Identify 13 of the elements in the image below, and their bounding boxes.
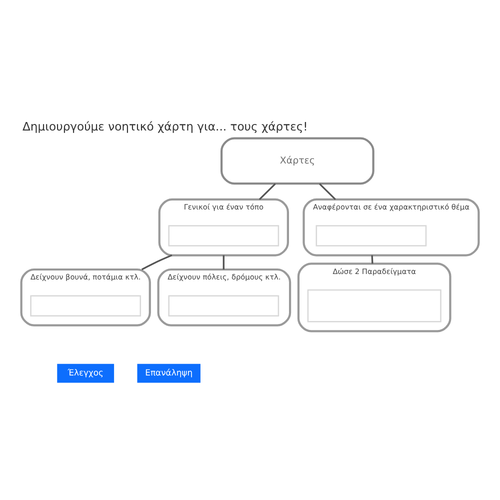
node-box [307, 289, 442, 322]
node-box [30, 295, 142, 316]
node-box [168, 295, 280, 316]
connector [258, 183, 276, 200]
label: Επανάληψη [145, 367, 193, 378]
diagram-title: Δημιουργούμε νοητικό χάρτη για... τους χάρτες! [22, 120, 308, 134]
connector [222, 255, 224, 270]
node-box [316, 225, 427, 246]
label: Έλεγχος [68, 367, 104, 378]
connector [318, 183, 336, 200]
node-box [168, 225, 280, 246]
connector [371, 255, 374, 264]
node-box: Χάρτες [220, 137, 374, 185]
